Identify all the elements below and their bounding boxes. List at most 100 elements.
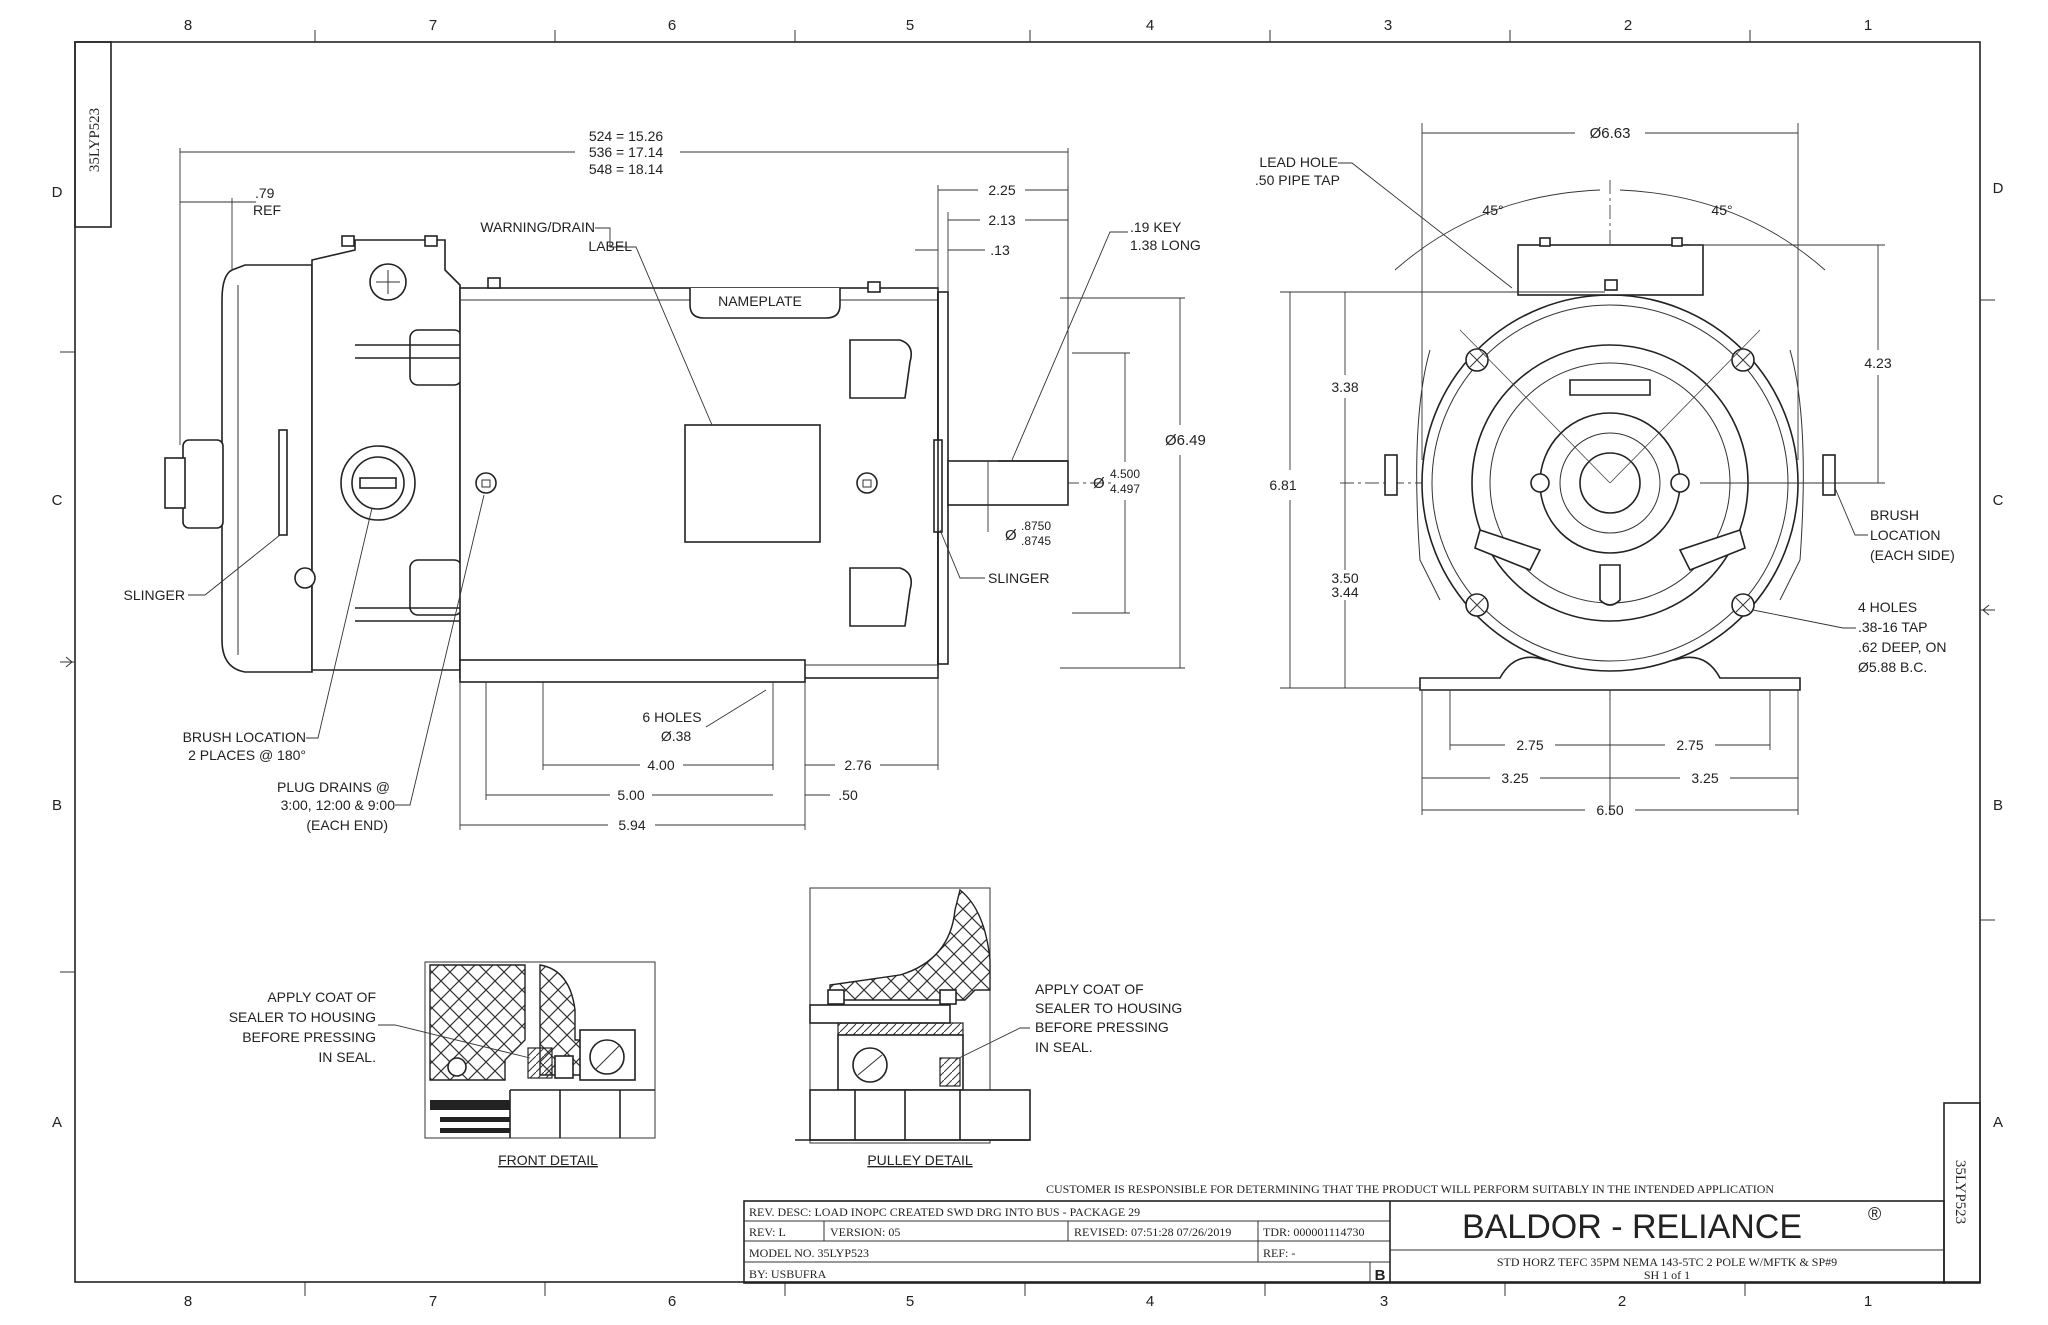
registered-mark: ®: [1868, 1204, 1881, 1224]
pulley-note-line2: SEALER TO HOUSING: [1035, 1000, 1182, 1016]
dim-400: 4.00: [647, 757, 674, 773]
plug-drains-line1: PLUG DRAINS @: [277, 779, 390, 795]
dim-275-left: 2.75: [1516, 737, 1543, 753]
dim-overall-548: 548 = 18.14: [589, 161, 664, 177]
dim-dia-8750: .8750: [1021, 519, 1051, 533]
zone-top-1: 1: [1864, 17, 1872, 34]
dim-325-right: 3.25: [1691, 770, 1718, 786]
plug-drains-line2: 3:00, 12:00 & 9:00: [281, 797, 396, 813]
dim-dia-649: Ø6.49: [1165, 432, 1206, 449]
zone-bottom-4: 4: [1146, 1293, 1154, 1310]
dim-500: 5.00: [617, 787, 644, 803]
rev-desc: REV. DESC: LOAD INOPC CREATED SWD DRG IN…: [749, 1205, 1140, 1219]
zone-bottom-7: 7: [429, 1293, 437, 1310]
dim-344: 3.44: [1331, 584, 1358, 600]
dim-dia-symbol-4500: Ø: [1093, 475, 1105, 492]
dim-325-left: 3.25: [1501, 770, 1528, 786]
sheet-number: SH 1 of 1: [1644, 1268, 1690, 1282]
front-detail: APPLY COAT OF SEALER TO HOUSING BEFORE P…: [229, 961, 656, 1168]
tdr-field: TDR: 000001114730: [1263, 1225, 1364, 1239]
title-block: CUSTOMER IS RESPONSIBLE FOR DETERMINING …: [743, 1182, 1945, 1284]
end-view: [1340, 180, 1880, 700]
model-field: MODEL NO. 35LYP523: [749, 1246, 869, 1260]
dim-13: .13: [990, 242, 1010, 258]
bolt-holes: [1465, 348, 1755, 617]
tap-holes-line3: .62 DEEP, ON: [1858, 639, 1946, 655]
pulley-detail-title: PULLEY DETAIL: [867, 1152, 973, 1168]
pulley-note-line1: APPLY COAT OF: [1035, 981, 1144, 997]
sheet-size: B: [1375, 1267, 1386, 1284]
dim-213: 2.13: [988, 212, 1015, 228]
side-view-dimensions: 524 = 15.26 536 = 17.14 548 = 18.14 .79 …: [124, 128, 1206, 833]
dim-225: 2.25: [988, 182, 1015, 198]
corner-tag-bottom-text: 35LYP523: [1952, 1160, 1968, 1224]
ref-field: REF: -: [1263, 1246, 1295, 1260]
front-note-line4: IN SEAL.: [318, 1049, 376, 1065]
lead-hole-line1: LEAD HOLE: [1259, 154, 1338, 170]
slinger-right-label: SLINGER: [988, 570, 1049, 586]
dim-275-right: 2.75: [1676, 737, 1703, 753]
key-note-line1: .19 KEY: [1130, 219, 1182, 235]
brush-right-line3: (EACH SIDE): [1870, 547, 1955, 563]
dim-681: 6.81: [1269, 477, 1296, 493]
zone-top-5: 5: [906, 17, 914, 34]
disclaimer-text: CUSTOMER IS RESPONSIBLE FOR DETERMINING …: [1046, 1182, 1774, 1196]
dim-276: 2.76: [844, 757, 871, 773]
dim-338: 3.38: [1331, 379, 1358, 395]
dim-dia-symbol-8750: Ø: [1005, 527, 1017, 544]
zone-right-a: A: [1993, 1114, 2003, 1131]
zone-right-c: C: [1993, 492, 2004, 509]
dim-350: 3.50: [1331, 570, 1358, 586]
zone-bottom-6: 6: [668, 1293, 676, 1310]
zone-labels-bottom: 8 7 6 5 4 3 2 1: [184, 1293, 1872, 1310]
brush-right-line2: LOCATION: [1870, 527, 1941, 543]
dim-594: 5.94: [618, 817, 645, 833]
nameplate-text: NAMEPLATE: [718, 293, 802, 309]
brush-location-line2: 2 PLACES @ 180°: [188, 747, 306, 763]
model-description: STD HORZ TEFC 35PM NEMA 143-5TC 2 POLE W…: [1497, 1255, 1837, 1269]
zone-bottom-2: 2: [1618, 1293, 1626, 1310]
zone-left-d: D: [52, 184, 63, 201]
angle-right: 45°: [1711, 202, 1732, 218]
warning-label-line1: WARNING/DRAIN: [480, 219, 595, 235]
zone-right-b: B: [1993, 797, 2003, 814]
tap-holes-line2: .38-16 TAP: [1858, 619, 1928, 635]
pulley-detail: APPLY COAT OF SEALER TO HOUSING BEFORE P…: [795, 887, 1182, 1168]
front-note-line1: APPLY COAT OF: [267, 989, 376, 1005]
brush-right-line1: BRUSH: [1870, 507, 1919, 523]
zone-bottom-3: 3: [1380, 1293, 1388, 1310]
pulley-note-line4: IN SEAL.: [1035, 1039, 1093, 1055]
end-view-dimensions: Ø6.63 LEAD HOLE .50 PIPE TAP 45° 45° 6.8…: [1255, 123, 1955, 818]
zone-top-8: 8: [184, 17, 192, 34]
dim-dia-663: Ø6.63: [1590, 125, 1631, 142]
zone-bottom-5: 5: [906, 1293, 914, 1310]
dim-50: .50: [838, 787, 858, 803]
zone-left-b: B: [52, 797, 62, 814]
front-note-line3: BEFORE PRESSING: [242, 1029, 376, 1045]
company-name: BALDOR - RELIANCE: [1462, 1208, 1802, 1246]
brush-location-line1: BRUSH LOCATION: [183, 729, 306, 745]
dim-dia-4497: 4.497: [1110, 482, 1140, 496]
tap-holes-line1: 4 HOLES: [1858, 599, 1917, 615]
zone-left-a: A: [52, 1114, 62, 1131]
zone-bottom-1: 1: [1864, 1293, 1872, 1310]
key-note-line2: 1.38 LONG: [1130, 237, 1201, 253]
dim-dia-4500: 4.500: [1110, 467, 1140, 481]
zone-left-c: C: [52, 492, 63, 509]
front-detail-title: FRONT DETAIL: [498, 1152, 598, 1168]
plug-drains-line3: (EACH END): [306, 817, 388, 833]
dim-650: 6.50: [1596, 802, 1623, 818]
zone-top-4: 4: [1146, 17, 1154, 34]
front-note-line2: SEALER TO HOUSING: [229, 1009, 376, 1025]
by-field: BY: USBUFRA: [749, 1267, 827, 1281]
tap-holes-line4: Ø5.88 B.C.: [1858, 659, 1927, 675]
zone-bottom-8: 8: [184, 1293, 192, 1310]
side-view: [164, 235, 1115, 683]
dim-overall-524: 524 = 15.26: [589, 128, 664, 144]
corner-tag-top: 35LYP523: [74, 41, 112, 228]
dim-423: 4.23: [1864, 355, 1891, 371]
corner-tag-bottom: 35LYP523: [1943, 1102, 1981, 1284]
angle-left: 45°: [1482, 202, 1503, 218]
zone-top-6: 6: [668, 17, 676, 34]
zone-labels-rows: D C B A D C B A: [52, 180, 2004, 1131]
